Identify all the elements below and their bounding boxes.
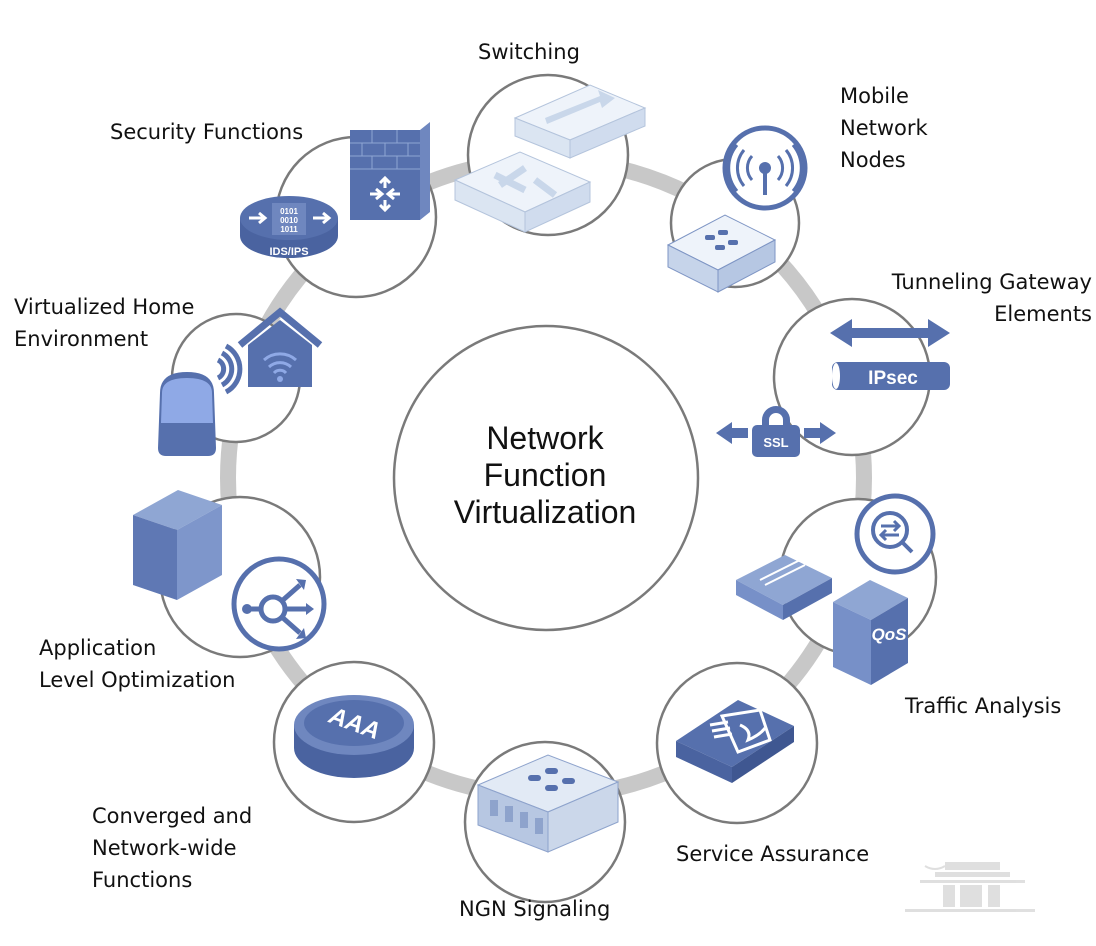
wifi-home-icon bbox=[237, 307, 323, 387]
label-ngn-signaling: NGN Signaling bbox=[459, 897, 611, 921]
svg-text:SSL: SSL bbox=[763, 435, 788, 450]
label-traffic-analysis: Traffic Analysis bbox=[905, 694, 1062, 718]
ipsec-tunnel-icon: IPsec bbox=[832, 362, 950, 390]
svg-text:0101: 0101 bbox=[280, 207, 298, 216]
svg-text:0010: 0010 bbox=[280, 216, 298, 225]
label-security-functions: Security Functions bbox=[110, 120, 304, 144]
traffic-search-icon bbox=[854, 493, 936, 575]
label-application-optimization: Application Level Optimization bbox=[39, 636, 236, 692]
tower-server-icon bbox=[133, 490, 222, 600]
rack-server-icon bbox=[476, 754, 620, 853]
aaa-disk-icon: AAA bbox=[294, 695, 414, 778]
svg-text:IDS/IPS: IDS/IPS bbox=[269, 246, 308, 258]
building-logo-icon bbox=[905, 862, 1035, 912]
assurance-appliance-icon bbox=[676, 700, 794, 783]
label-virtualized-home: Virtualized Home Environment bbox=[14, 295, 195, 351]
center-circle bbox=[392, 324, 700, 632]
svg-text:IPsec: IPsec bbox=[868, 368, 918, 389]
network-switch-icon bbox=[453, 151, 592, 233]
qos-server-icon: QoS bbox=[833, 580, 908, 685]
ids-ips-icon: 0101 0010 1011 IDS/IPS bbox=[240, 196, 338, 258]
svg-text:1011: 1011 bbox=[280, 225, 298, 234]
appliance-icon bbox=[666, 214, 777, 293]
firewall-icon bbox=[350, 122, 430, 220]
label-converged-functions: Converged and Network-wide Functions bbox=[92, 804, 253, 892]
svg-text:QoS: QoS bbox=[872, 625, 908, 644]
label-tunneling-gateway: Tunneling Gateway Elements bbox=[891, 270, 1092, 326]
smart-speaker-icon bbox=[158, 372, 216, 456]
label-service-assurance: Service Assurance bbox=[676, 842, 870, 866]
ssl-lock-icon: SSL bbox=[716, 406, 836, 457]
bidirectional-arrow-icon bbox=[830, 319, 950, 347]
filter-appliance-icon bbox=[736, 555, 832, 620]
center-title: Network Function Virtualization bbox=[453, 420, 637, 530]
wifi-signal-icon bbox=[216, 343, 243, 395]
label-switching: Switching bbox=[478, 40, 580, 64]
radio-tower-icon bbox=[722, 125, 808, 211]
network-switch-icon bbox=[513, 84, 647, 159]
label-mobile-network-nodes: Mobile Network Nodes bbox=[840, 84, 928, 172]
load-balancer-icon bbox=[231, 556, 327, 652]
